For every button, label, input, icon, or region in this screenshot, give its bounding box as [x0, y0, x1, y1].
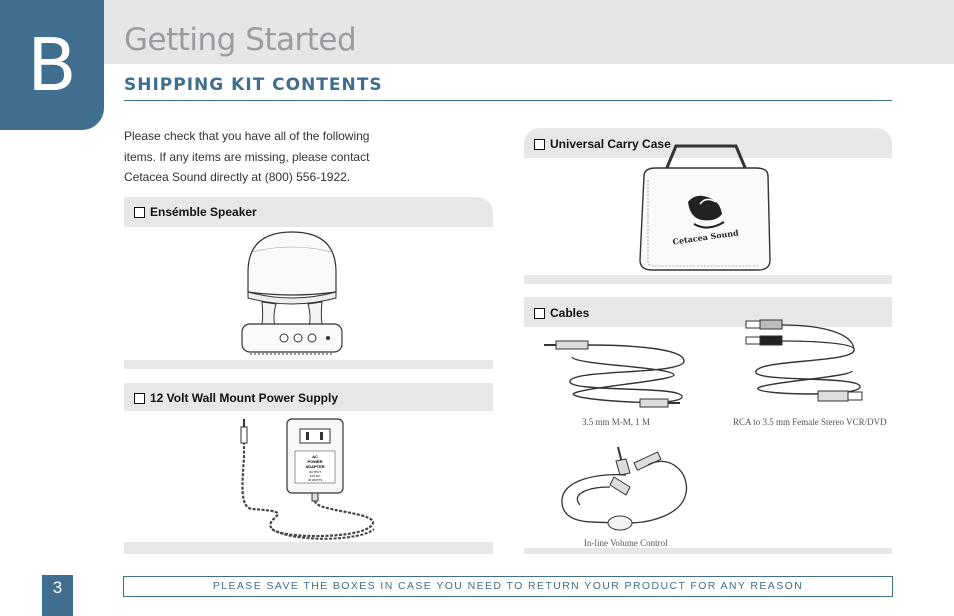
cables-checkbox[interactable] [534, 307, 545, 319]
power-adapter-illustration: AC POWER ADAPTER OUTPUT 12V DC 30 WATTS [240, 418, 375, 540]
section-title: SHIPPING KIT CONTENTS [124, 75, 383, 95]
adapter-text: 12V DC [310, 474, 321, 478]
intro-line: Please check that you have all of the fo… [124, 129, 370, 143]
power-label-text: 12 Volt Wall Mount Power Supply [150, 391, 339, 405]
power-panel: 12 Volt Wall Mount Power Supply AC POWER… [124, 383, 493, 554]
adapter-text: OUTPUT [309, 470, 322, 474]
speaker-label: Ensémble Speaker [134, 205, 257, 219]
volume-cable-illustration [561, 446, 688, 531]
rca-cable-illustration [745, 319, 863, 402]
speaker-panel: Ensémble Speaker [124, 197, 493, 369]
header-band [0, 0, 954, 64]
cables-panel: Cables 3.5 mm M-M, 1 M RCA to 3.5 mm Fem… [524, 297, 892, 554]
case-label-text: Universal Carry Case [550, 137, 671, 151]
case-label: Universal Carry Case [534, 137, 671, 151]
case-panel: Universal Carry Case Cetacea Sound [524, 128, 892, 284]
speaker-label-text: Ensémble Speaker [150, 205, 257, 219]
adapter-text: 30 WATTS [308, 478, 322, 482]
mm-cable-illustration [544, 340, 685, 408]
adapter-text: POWER [307, 459, 322, 464]
intro-text: Please check that you have all of the fo… [124, 126, 394, 188]
chapter-title: Getting Started [124, 22, 357, 58]
adapter-text: AC [312, 454, 318, 459]
section-divider [124, 100, 892, 101]
footer-notice: PLEASE SAVE THE BOXES IN CASE YOU NEED T… [123, 576, 893, 597]
cables-label: Cables [534, 306, 589, 320]
chapter-tab: B [0, 0, 104, 130]
intro-line: items. If any items are missing, please … [124, 149, 370, 164]
power-label: 12 Volt Wall Mount Power Supply [134, 391, 338, 405]
case-checkbox[interactable] [534, 138, 545, 150]
intro-line: Cetacea Sound directly at (800) 556-1922… [124, 170, 351, 184]
cables-label-text: Cables [550, 306, 590, 320]
speaker-checkbox[interactable] [134, 206, 145, 218]
power-checkbox[interactable] [134, 392, 145, 404]
page-number: 3 [42, 575, 73, 616]
mm-cable-caption: 3.5 mm M-M, 1 M [582, 417, 651, 427]
volume-cable-caption: In-line Volume Control [584, 538, 668, 548]
whale-logo-icon [688, 195, 725, 229]
speaker-illustration [241, 231, 343, 355]
cables-image-area [524, 327, 892, 548]
carry-case-illustration: Cetacea Sound [639, 144, 771, 271]
rca-cable-caption: RCA to 3.5 mm Female Stereo VCR/DVD [733, 417, 887, 427]
adapter-text: ADAPTER [305, 464, 324, 469]
